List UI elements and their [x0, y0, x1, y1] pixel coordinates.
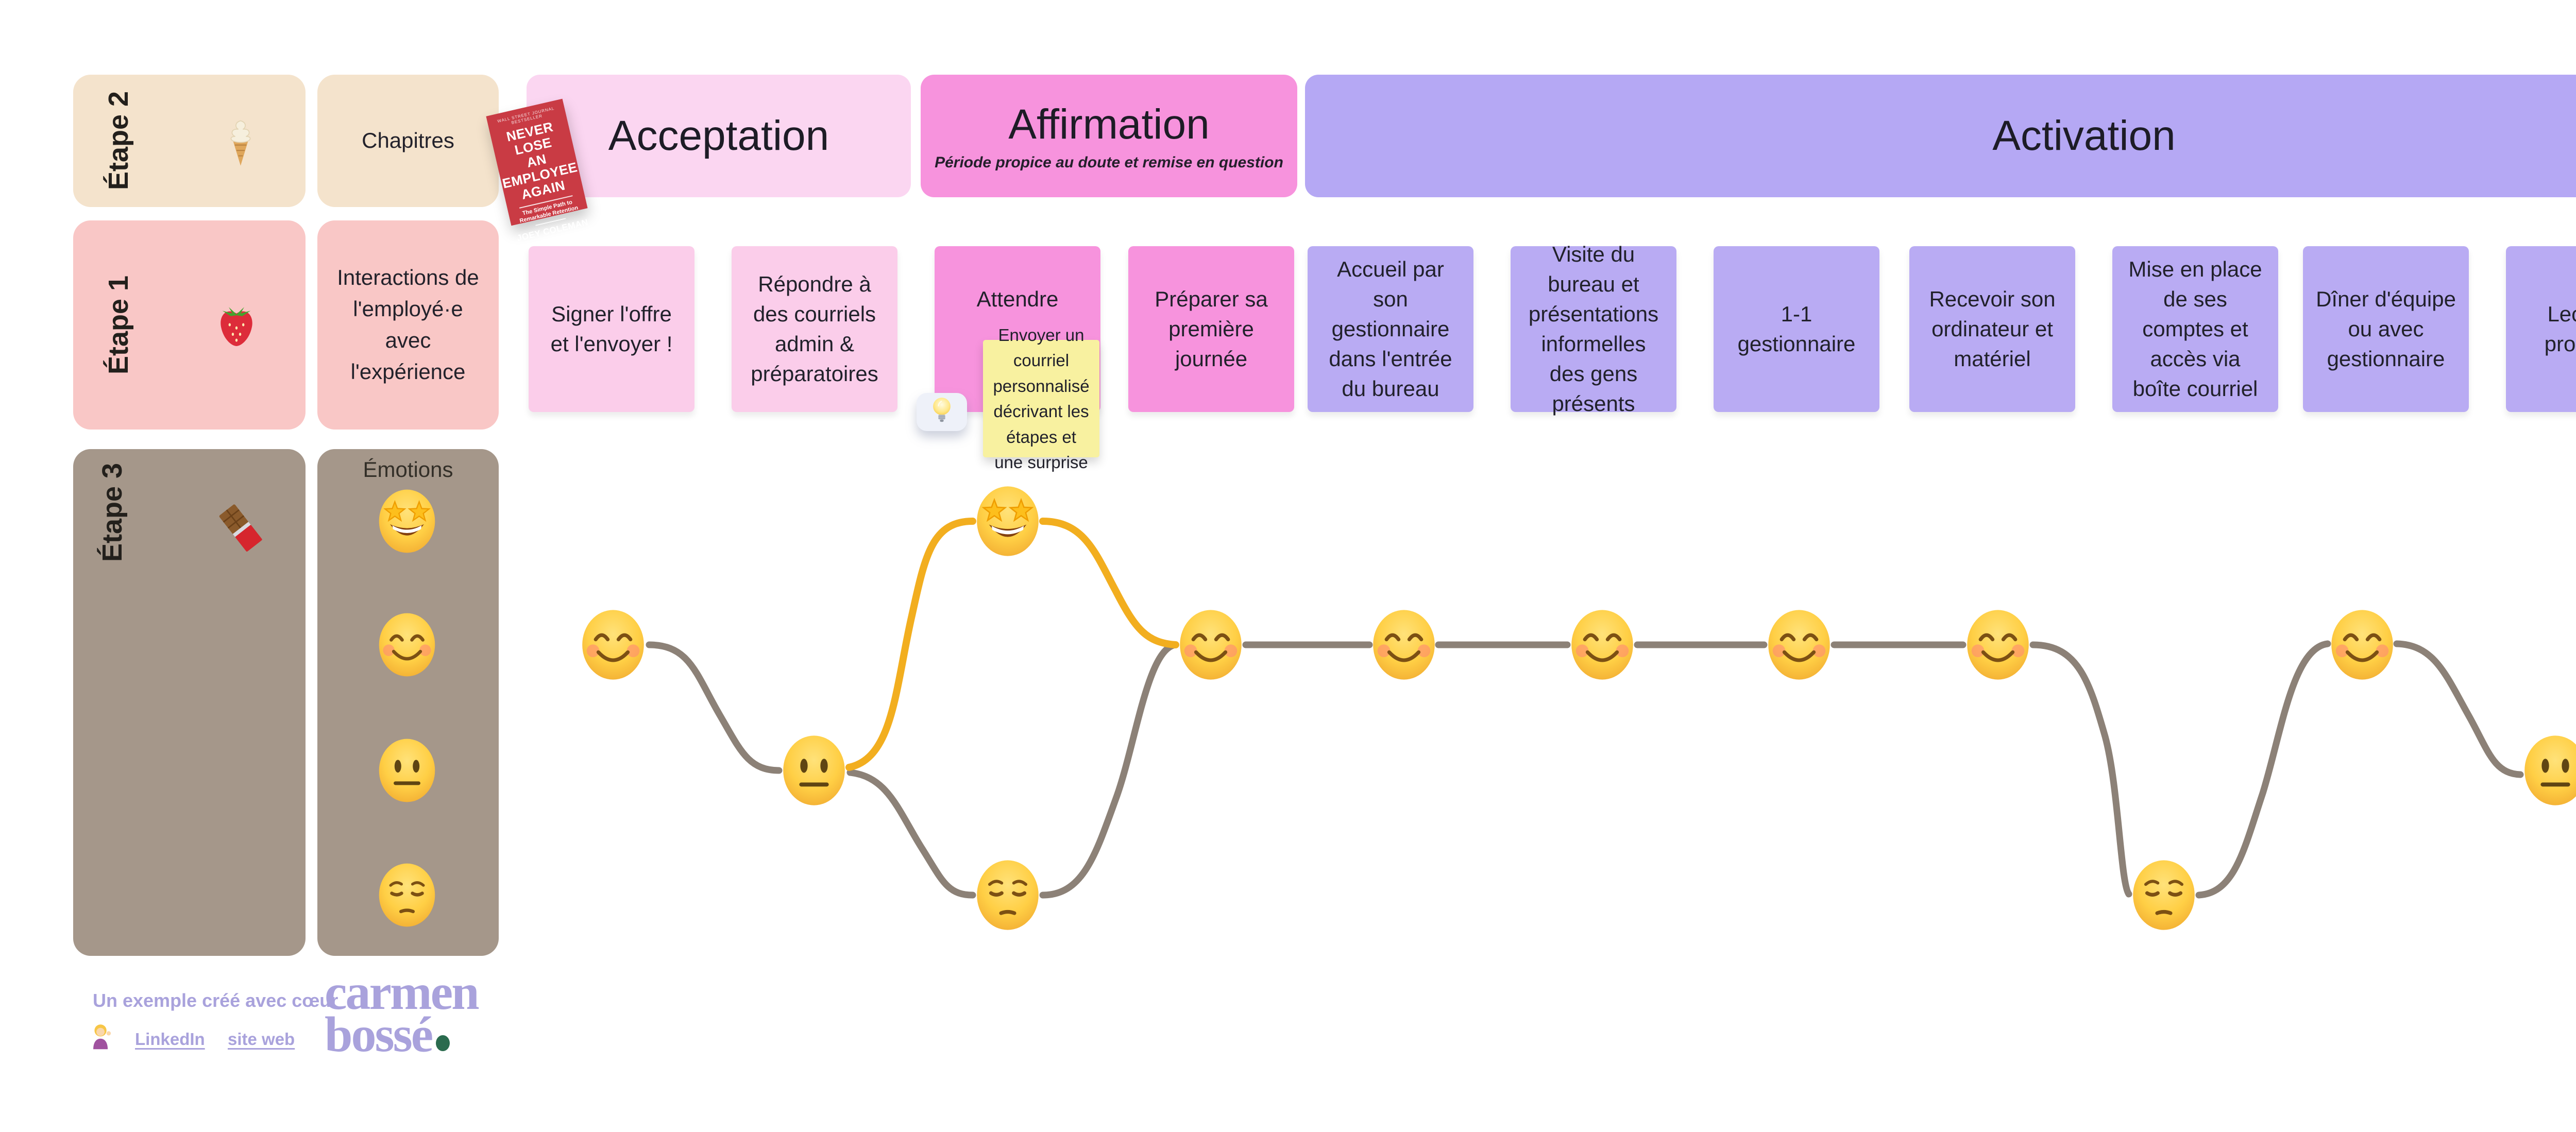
- journey-emotion-smiling-icon[interactable]: [1370, 608, 1437, 682]
- tip-sticky-note[interactable]: Envoyer un courriel personnalisé décriva…: [983, 325, 1099, 472]
- logo-line: bossé: [325, 1007, 433, 1063]
- journey-connector: [2195, 640, 2331, 899]
- journey-connector: [1039, 518, 1179, 648]
- logo-dot: [436, 1035, 450, 1052]
- chapter-chip-activation[interactable]: Activation: [1305, 75, 2576, 197]
- site-web-link[interactable]: site web: [228, 1030, 295, 1049]
- card-text: Dîner d'équipe ou avec gestionnaire: [2316, 287, 2456, 371]
- sticky-note-card[interactable]: Signer l'offre et l'envoyer !: [529, 246, 694, 412]
- credit-text: Un exemple créé avec cœur: [93, 990, 338, 1011]
- journey-connector: [1039, 641, 1179, 899]
- sticky-note-card[interactable]: Lectures procédés: [2506, 246, 2576, 412]
- chapter-chip-affirmation[interactable]: Affirmation Période propice au doute et …: [921, 75, 1297, 197]
- row-header-chapitres[interactable]: Chapitres: [317, 75, 499, 207]
- journey-emotion-star-struck-icon[interactable]: [974, 484, 1041, 558]
- card-text: Recevoir son ordinateur et matériel: [1929, 287, 2056, 371]
- card-text: Lectures procédés: [2544, 302, 2576, 356]
- sticky-note-card[interactable]: Accueil par son gestionnaire dans l'entr…: [1308, 246, 1473, 412]
- card-text: Mise en place de ses comptes et accès vi…: [2128, 257, 2262, 401]
- journey-emotion-pensive-icon[interactable]: [2130, 858, 2197, 932]
- sticky-note-card[interactable]: Mise en place de ses comptes et accès vi…: [2112, 246, 2278, 412]
- sticky-note-card[interactable]: Préparer sa première journée: [1128, 246, 1294, 412]
- journey-emotion-neutral-icon[interactable]: [2522, 733, 2576, 808]
- row-header-interactions[interactable]: Interactions de l'employé·e avec l'expér…: [317, 220, 499, 430]
- card-text: Attendre: [976, 287, 1059, 311]
- journey-connector: [846, 769, 976, 899]
- journey-connector: [845, 518, 976, 771]
- chapter-title: Acceptation: [608, 112, 829, 159]
- row-header-label: Chapitres: [362, 128, 454, 153]
- carmen-bosse-logo: carmen bossé: [325, 965, 480, 1060]
- emotions-title: Émotions: [363, 457, 453, 482]
- chapter-subtitle: Période propice au doute et remise en qu…: [935, 154, 1283, 171]
- logo-line: carmen: [325, 965, 480, 1020]
- journey-connector: [646, 641, 783, 774]
- journey-emotion-smiling-icon[interactable]: [580, 608, 647, 682]
- sticky-note-card[interactable]: Dîner d'équipe ou avec gestionnaire: [2303, 246, 2469, 412]
- sticky-note-card[interactable]: Recevoir son ordinateur et matériel: [1909, 246, 2075, 412]
- tip-chip[interactable]: [917, 393, 967, 431]
- stage-box-etape-1[interactable]: Étape 1: [73, 220, 306, 430]
- chapter-title: Affirmation: [1008, 101, 1210, 148]
- journey-connector: [2029, 641, 2132, 898]
- journey-emotion-pensive-icon[interactable]: [974, 858, 1041, 932]
- sticky-note-card[interactable]: Visite du bureau et présentations inform…: [1511, 242, 1676, 416]
- journey-connector: [2393, 640, 2524, 778]
- chapter-chip-acceptation[interactable]: Acceptation: [527, 75, 911, 197]
- sticky-note-card[interactable]: Répondre à des courriels admin & prépara…: [732, 246, 897, 412]
- journey-emotion-smiling-icon[interactable]: [1177, 608, 1244, 682]
- person-tipping-hand-icon: [87, 1022, 115, 1051]
- journey-emotion-smiling-icon[interactable]: [1766, 608, 1833, 682]
- card-text: Signer l'offre et l'envoyer !: [550, 302, 673, 356]
- card-text: Répondre à des courriels admin & prépara…: [751, 272, 878, 386]
- card-text: Préparer sa première journée: [1155, 287, 1268, 371]
- sticky-note-card[interactable]: 1-1 gestionnaire: [1714, 246, 1879, 412]
- row-header-label: Interactions de l'employé·e avec l'expér…: [337, 265, 479, 384]
- journey-emotion-smiling-icon[interactable]: [1964, 608, 2031, 682]
- chapter-title: Activation: [1992, 112, 2176, 159]
- journey-emotion-smiling-icon[interactable]: [1569, 608, 1636, 682]
- card-text: Accueil par son gestionnaire dans l'entr…: [1329, 257, 1452, 401]
- card-text: 1-1 gestionnaire: [1737, 302, 1856, 356]
- card-text: Visite du bureau et présentations inform…: [1528, 242, 1659, 416]
- linkedin-link[interactable]: LinkedIn: [135, 1030, 205, 1049]
- tip-note-text: Envoyer un courriel personnalisé décriva…: [993, 325, 1090, 472]
- stage-box-etape-3[interactable]: Étape 3: [73, 449, 306, 956]
- journey-emotion-smiling-icon[interactable]: [2329, 608, 2396, 682]
- journey-emotion-neutral-icon[interactable]: [781, 733, 848, 808]
- stage-box-etape-2[interactable]: Étape 2: [73, 75, 306, 207]
